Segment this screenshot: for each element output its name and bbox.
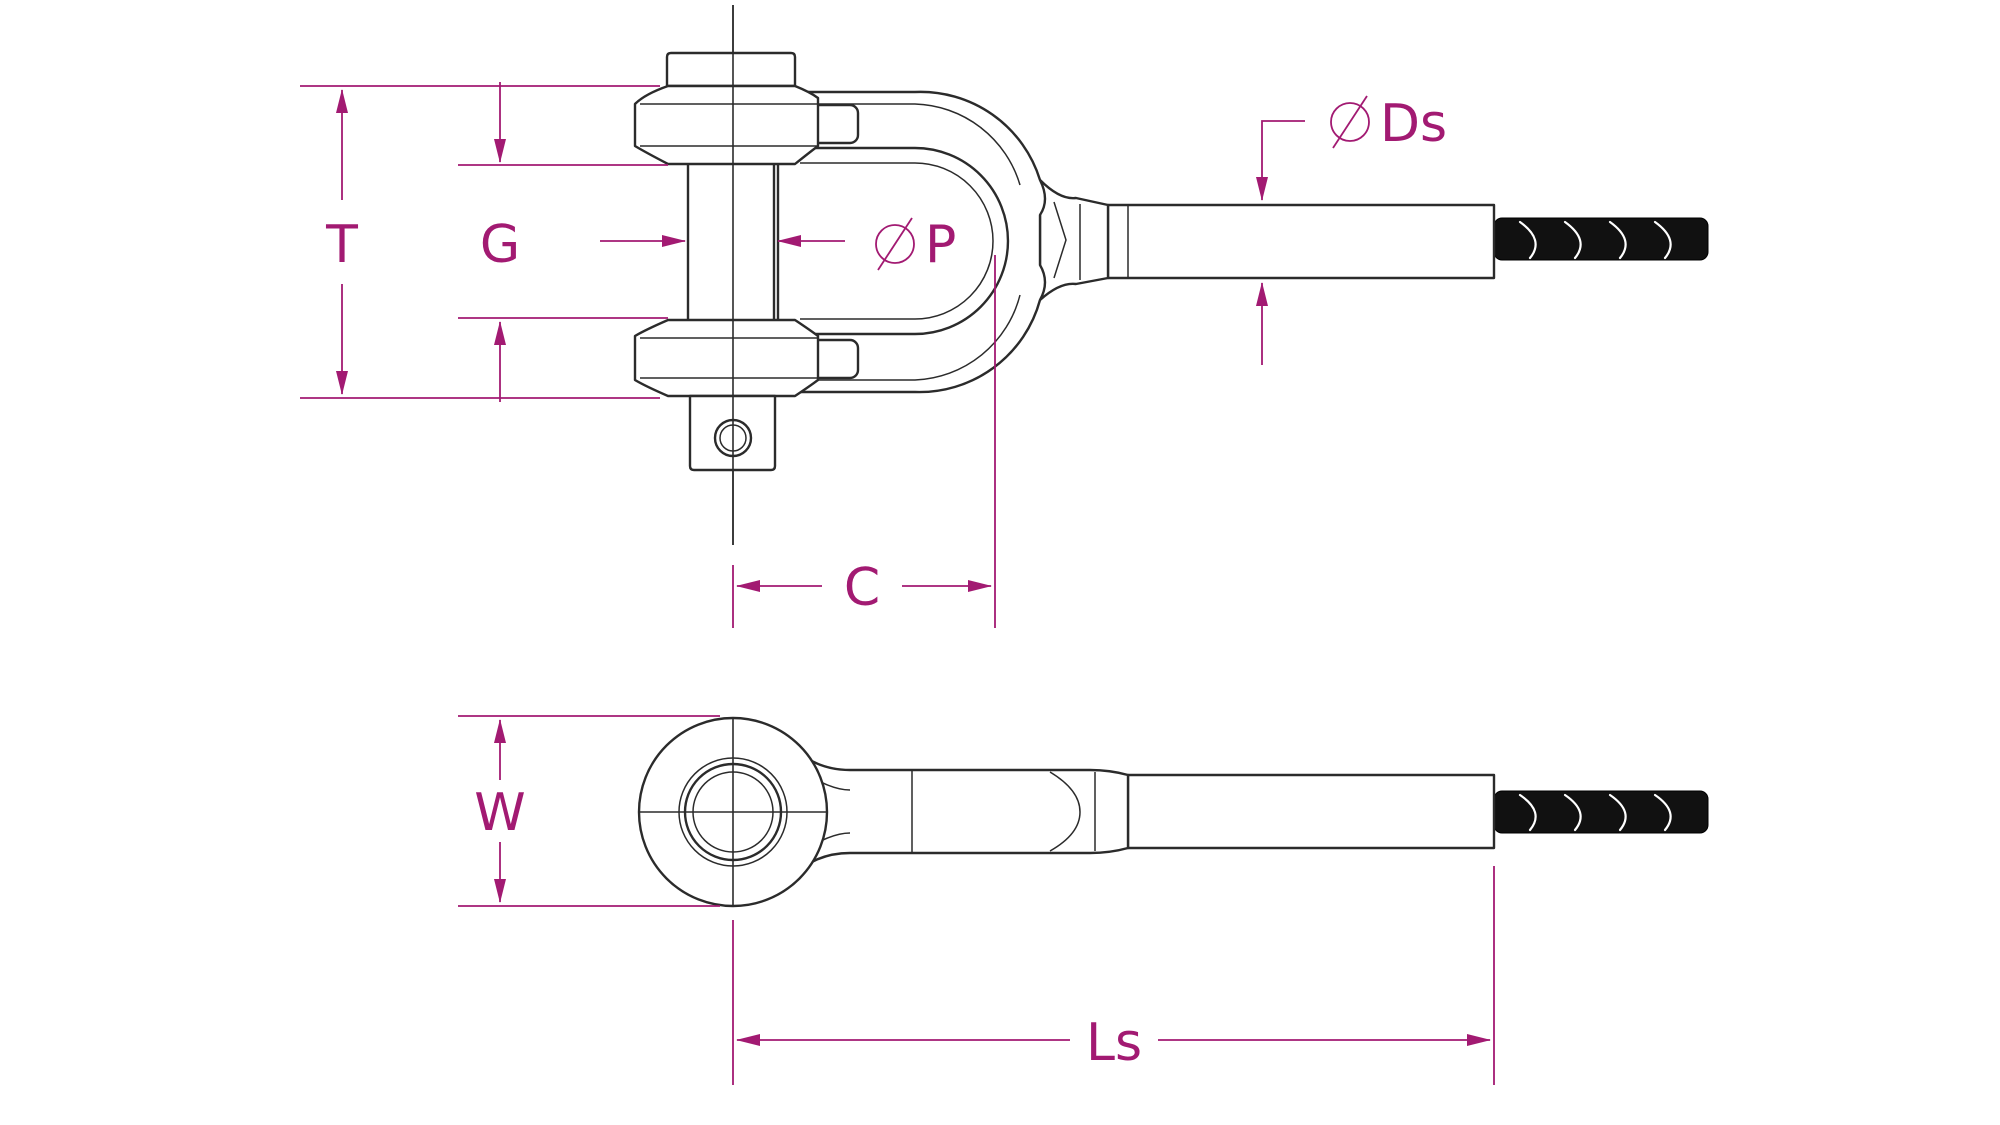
pin-head-collar: [633, 84, 820, 166]
fork-jaw-opening: [776, 146, 1010, 336]
top-view: [633, 5, 1709, 545]
diameter-icon: [1330, 95, 1370, 149]
fork-outer-edge: [795, 103, 1021, 186]
dimension-annotations: T G P Ds C W: [300, 82, 1495, 1085]
pin-head-cap: [665, 51, 797, 88]
fork-neck: [1038, 178, 1110, 302]
side-neck-curve: [1049, 771, 1081, 852]
swage-sleeve-top: [1106, 203, 1496, 280]
cable-bottom-body: [1493, 790, 1709, 834]
dim-Ds-label: Ds: [1380, 94, 1447, 154]
dim-P-label: P: [925, 215, 956, 275]
dim-W-label: W: [474, 783, 525, 843]
dim-Ds-arrow-top: [1256, 120, 1305, 201]
dim-G-label: G: [480, 215, 520, 275]
cable-top-body: [1493, 217, 1709, 261]
cable-strand: [1653, 220, 1672, 260]
fork-inner-edge: [800, 162, 994, 320]
pin-bottom-collar: [633, 318, 820, 398]
swage-sleeve-bottom: [1126, 773, 1496, 850]
wire-rope-top: [1493, 217, 1709, 261]
cable-strand: [1608, 793, 1627, 832]
cable-strand: [1608, 220, 1627, 260]
cable-strand: [1518, 793, 1537, 832]
diameter-icon: [875, 217, 915, 271]
dim-C-label: C: [844, 558, 880, 618]
dim-T-label: T: [325, 215, 358, 275]
neck-detail: [1053, 201, 1067, 279]
dim-Ls-label: Ls: [1086, 1013, 1142, 1073]
fork-outer-edge: [795, 294, 1021, 381]
cable-strand: [1518, 220, 1537, 260]
cable-strand: [1563, 220, 1582, 260]
wire-rope-bottom: [1493, 790, 1709, 834]
side-view: [637, 716, 1709, 908]
side-neck: [788, 743, 1130, 880]
cable-strand: [1563, 793, 1582, 832]
cable-strand: [1653, 793, 1672, 832]
